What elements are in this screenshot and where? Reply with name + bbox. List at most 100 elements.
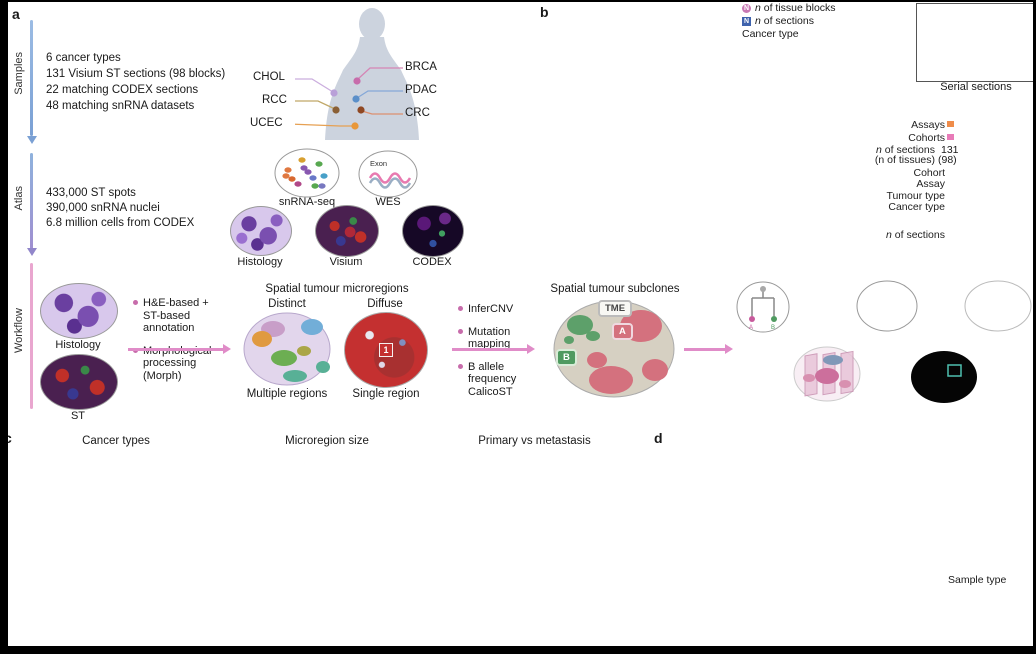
cluster-blob — [309, 175, 317, 181]
organ-line-chol — [295, 78, 334, 93]
primary-metastasis-bubble-chart — [458, 450, 610, 594]
subclone-a-chip: A — [612, 323, 633, 340]
bullet-dot-icon — [458, 306, 463, 311]
bullet-dot-icon — [133, 300, 138, 305]
organ-line-brca — [357, 67, 403, 80]
cancer-types-bubble-chart — [40, 450, 192, 598]
sample-type-legend-title: Sample type — [948, 574, 1007, 586]
cluster-blob — [282, 173, 290, 179]
sample-type-legend: Sample type — [948, 574, 1006, 586]
organ-label-chol: CHOL — [253, 71, 285, 83]
organ-line-crc — [361, 110, 403, 115]
organ-dot-chol — [330, 89, 338, 97]
organ-label-ucec: UCEC — [250, 117, 283, 129]
fan-assays-label: Assays — [911, 119, 945, 131]
cnv-bullet-text: B allele frequency CalicoST — [468, 360, 517, 398]
serial-sections-inset — [916, 3, 1035, 82]
atlas-rail — [30, 153, 33, 249]
organ-dot-ucec — [351, 122, 359, 130]
visium-label: Visium — [329, 256, 363, 268]
fan-assays-swatch — [947, 121, 954, 127]
cancer-type-legend-title: Cancer type — [742, 28, 799, 40]
samples-stat-line: 22 matching CODEX sections — [46, 84, 199, 96]
visium-thumbnail — [315, 205, 379, 257]
organ-dot-rcc — [332, 106, 340, 114]
fan-ntissues-label: (n of tissues) — [874, 154, 935, 166]
fan-nsections-label: n of sections — [876, 144, 935, 156]
samples-stat-line: 48 matching snRNA datasets — [46, 100, 195, 112]
cluster-blob — [315, 161, 323, 167]
growth-pattern-icon — [793, 346, 861, 402]
samples-stat-line: 6 cancer types — [46, 52, 121, 64]
subclone-b-chip: B — [556, 349, 577, 366]
subclones-title: Spatial tumour subclones — [550, 283, 680, 295]
organ-dot-brca — [353, 77, 361, 85]
cnv-bullet-item: InferCNV — [458, 303, 538, 316]
microregions-title: Spatial tumour microregions — [265, 283, 409, 295]
diffuse-microregion-image — [344, 312, 428, 388]
snrna-seq-icon — [274, 148, 340, 198]
cnv-bullet-item: Mutation mapping — [458, 326, 538, 351]
distinct-microregions-image — [243, 312, 331, 386]
organ-label-brca: BRCA — [405, 61, 437, 73]
serial-sections-title: Serial sections — [940, 81, 1012, 93]
frame-top — [0, 0, 1036, 2]
sections-badge-icon: N — [742, 16, 751, 26]
wes-label: WES — [375, 196, 401, 208]
cnv-bullet-item: B allele frequency CalicoST — [458, 361, 538, 399]
tme-chip: TME — [598, 300, 633, 317]
fan-sections-value: 131 — [941, 144, 959, 156]
panel-a-label: a — [12, 6, 20, 22]
frame-bottom — [0, 646, 1036, 654]
cnv-bullet-text: InferCNV — [468, 303, 514, 315]
samples-rail — [30, 20, 33, 136]
workflow-histology-thumbnail — [40, 283, 118, 339]
wes-icon: Exon — [358, 150, 418, 198]
distinct-label: Distinct — [268, 298, 306, 310]
cluster-blob — [318, 183, 326, 189]
snrna-seq-label: snRNA-seq — [278, 196, 336, 208]
fan-cancer-type-label: Cancer type — [888, 201, 945, 213]
layer-icon — [964, 280, 1032, 332]
cluster-blob — [320, 173, 328, 179]
annotation-bullet-item: H&E-based + ST-based annotation — [133, 297, 225, 335]
workflow-histology-label: Histology — [55, 339, 101, 351]
cluster-blob — [311, 183, 319, 189]
workflow-arrow-3-icon — [684, 344, 733, 353]
tissue-blocks-label: n of tissue blocks — [755, 2, 836, 14]
cluster-blob — [300, 165, 308, 171]
organ-line-pdac — [356, 90, 403, 99]
samples-rail-label: Samples — [13, 52, 25, 95]
tissue-blocks-badge-icon: N — [742, 3, 751, 13]
fan-tumour-type-label: Tumour type — [886, 190, 945, 202]
cluster-blob — [294, 181, 302, 187]
histology-label: Histology — [237, 256, 283, 268]
fan-nsections2-label: n of sections — [886, 229, 945, 241]
annotation-bullet-text: Morphological processing (Morph) — [143, 344, 212, 382]
codex-thumbnail — [402, 205, 464, 257]
histology-thumbnail — [230, 206, 292, 256]
microregion-size-title: Microregion size — [285, 435, 369, 447]
panel-b-label: b — [540, 4, 549, 20]
sunburst-chart — [538, 0, 890, 292]
cluster-blob — [298, 157, 306, 163]
atlas-stat-line: 433,000 ST spots — [46, 187, 136, 199]
cnv-bullet-text: Mutation mapping — [468, 325, 511, 351]
svg-text:B: B — [771, 325, 775, 331]
organ-label-pdac: PDAC — [405, 84, 437, 96]
samples-stats: 6 cancer types 131 Visium ST sections (98… — [46, 50, 225, 114]
panel-d-label: d — [654, 430, 663, 446]
organ-label-rcc: RCC — [262, 94, 287, 106]
primary-vs-metastasis-title: Primary vs metastasis — [478, 435, 591, 447]
bullet-dot-icon — [458, 328, 463, 334]
samples-stat-line: 131 Visium ST sections (98 blocks) — [46, 68, 226, 80]
workflow-st-label: ST — [70, 410, 86, 422]
organ-line-rcc — [295, 100, 336, 110]
atlas-stat-line: 390,000 snRNA nuclei — [46, 202, 160, 214]
frame-left — [0, 0, 8, 654]
annotation-bullet-text: H&E-based + ST-based annotation — [143, 297, 209, 334]
workflow-st-thumbnail — [40, 354, 118, 410]
